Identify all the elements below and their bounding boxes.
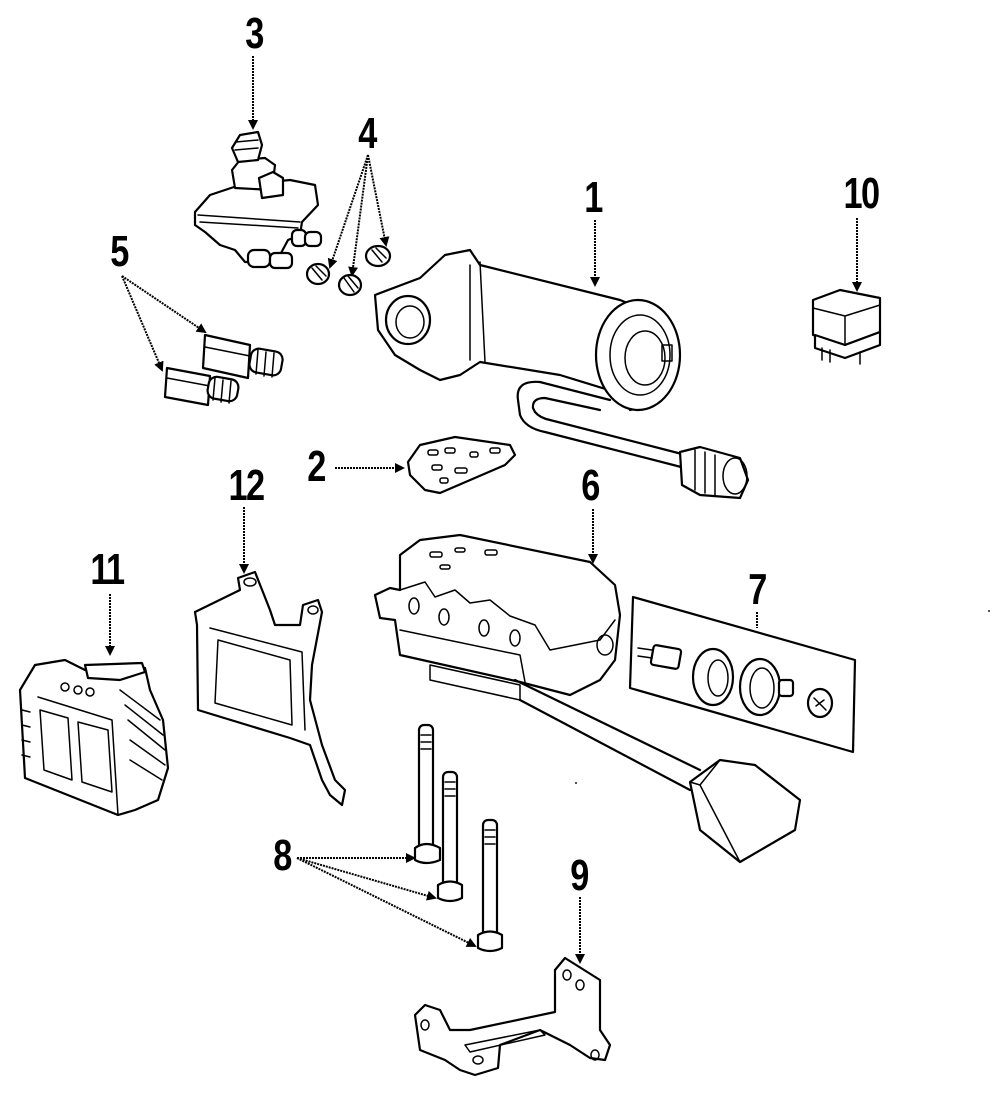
part-4-nuts[interactable]	[305, 244, 392, 297]
part-11-module[interactable]	[18, 658, 170, 817]
callout-9[interactable]: 9	[570, 851, 589, 900]
callout-1[interactable]: 1	[584, 173, 603, 222]
callout-7[interactable]: 7	[748, 565, 767, 614]
leader-4a	[327, 154, 369, 269]
callout-10[interactable]: 10	[843, 169, 880, 218]
leader-lines	[105, 56, 862, 964]
part-7-valve-kit[interactable]	[628, 595, 857, 754]
leader-4c	[367, 154, 390, 247]
leader-5b	[121, 275, 164, 372]
callout-4[interactable]: 4	[358, 109, 377, 158]
leader-5a	[121, 275, 207, 334]
leader-4b	[348, 154, 369, 277]
part-2-plate[interactable]	[406, 435, 517, 495]
callout-12[interactable]: 12	[228, 461, 265, 510]
callout-8[interactable]: 8	[273, 831, 292, 880]
part-10-relay[interactable]	[811, 288, 882, 365]
artifact-dot	[575, 782, 577, 784]
part-9-bracket[interactable]	[413, 956, 612, 1077]
leader-8c	[296, 857, 477, 947]
part-5-fittings[interactable]	[163, 333, 284, 407]
callout-11[interactable]: 11	[90, 545, 125, 594]
part-6-modulator[interactable]	[373, 533, 802, 864]
callout-2[interactable]: 2	[307, 442, 326, 491]
part-1-actuator[interactable]	[373, 248, 750, 500]
artifact-dot	[988, 610, 990, 612]
callout-6[interactable]: 6	[581, 461, 600, 510]
part-8-bolts[interactable]	[413, 723, 504, 953]
part-3-reservoir[interactable]	[193, 130, 323, 270]
part-12-bracket[interactable]	[193, 570, 347, 807]
callout-3[interactable]: 3	[245, 9, 264, 58]
callout-5[interactable]: 5	[110, 227, 129, 276]
